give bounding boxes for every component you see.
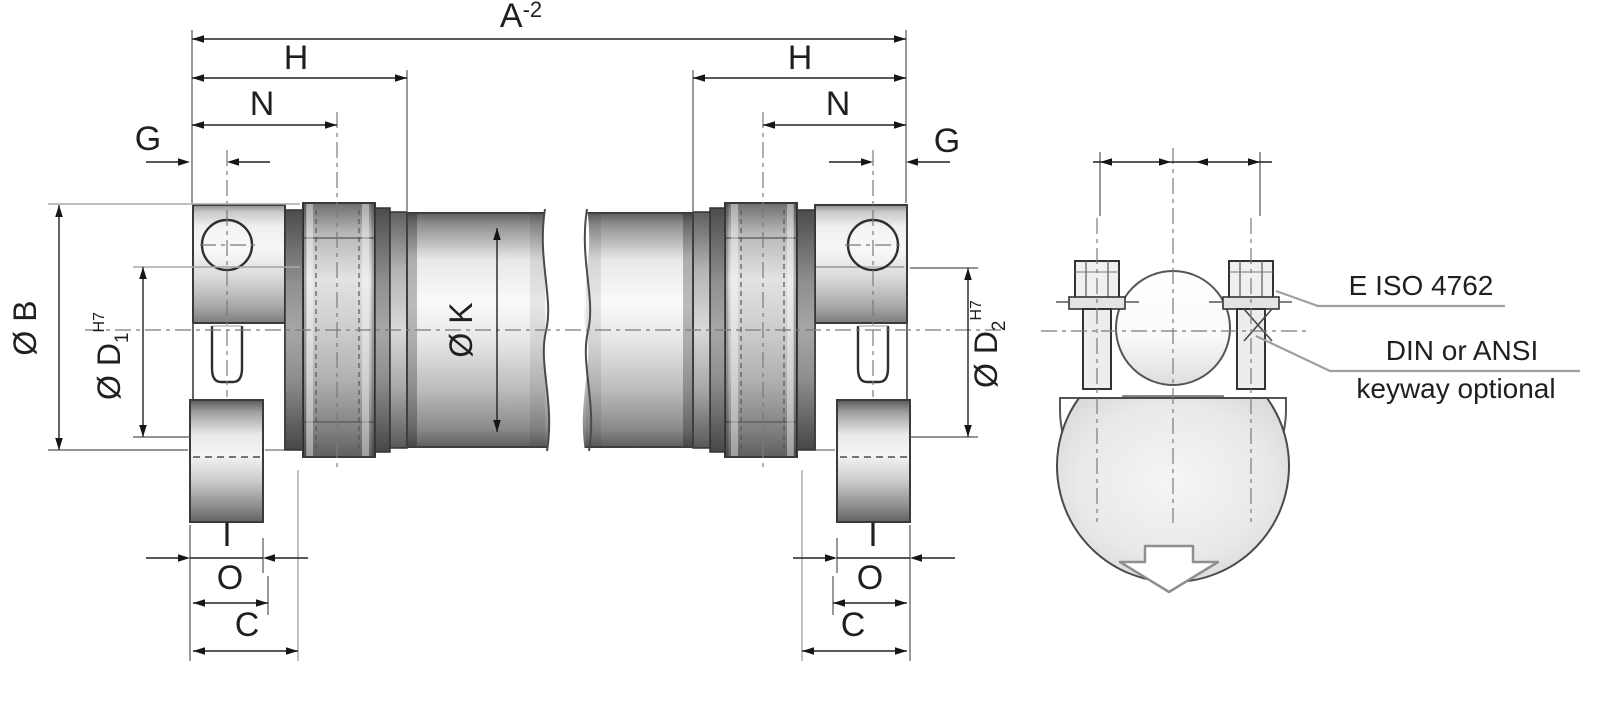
dim-label-I-left: I [222,516,231,554]
dim-label-outer-dia-B: Ø B [7,300,43,355]
extension-lines [48,30,1261,661]
dimension-labels: A-2 H H N N G G I I O O C C Ø B Ø D1H7 Ø… [7,0,1010,644]
dim-label-G-right: G [934,122,960,160]
dimension-lines [55,35,1272,655]
note-keyway-line1: DIN or ANSI [1386,335,1538,366]
dim-label-bore-D2: Ø D2H7 [968,300,1010,388]
dim-label-bore-D1: Ø D1H7 [91,312,133,400]
dim-label-O-right: O [857,559,883,597]
dim-label-H-right: H [788,39,813,77]
keyway-mark [1243,308,1273,342]
note-keyway-line2: keyway optional [1356,373,1555,404]
dim-label-O-left: O [217,559,243,597]
dim-label-C-right: C [841,606,866,644]
dim-label-C-left: C [235,606,260,644]
leader-lines [1255,289,1580,373]
dim-label-N-right: N [826,85,851,123]
centerlines [85,112,1310,523]
hub-block [192,204,286,324]
dim-label-H-left: H [284,39,309,77]
dim-label-overall-A: A-2 [500,0,542,35]
note-screw-standard: E ISO 4762 [1349,270,1494,301]
dim-label-N-left: N [250,85,275,123]
end-view [1056,260,1293,594]
dim-label-tube-dia-K: Ø K [443,302,479,357]
left-hub-assembly [189,202,408,523]
dim-label-I-right: I [868,516,877,554]
down-arrow-icon [1118,544,1220,594]
dim-label-G-left: G [135,120,161,158]
annotations: E ISO 4762 DIN or ANSI keyway optional [1349,270,1556,404]
clamp-collar [189,399,264,523]
